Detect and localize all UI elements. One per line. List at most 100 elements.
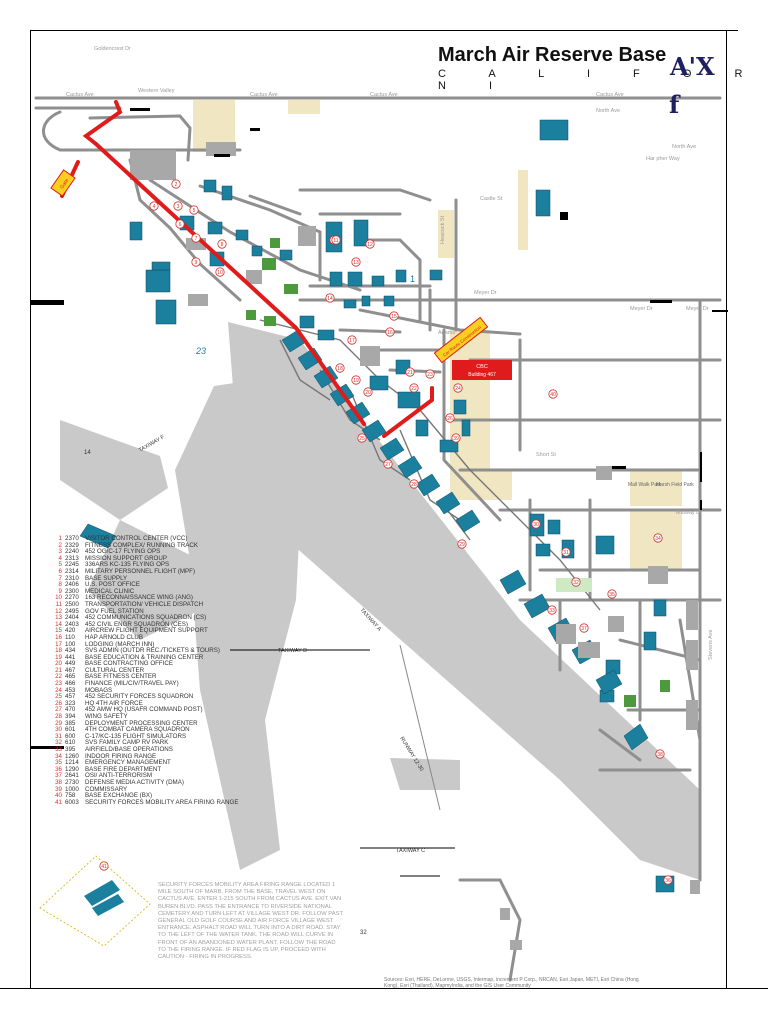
street-western-valley: Western Valley — [138, 88, 175, 94]
map-marker-7[interactable] — [191, 233, 201, 243]
bottom-rule — [0, 988, 768, 989]
map-marker-28[interactable] — [409, 479, 419, 489]
map-marker-19[interactable] — [351, 375, 361, 385]
park-label: Marsh Field Park — [656, 482, 694, 488]
map-marker-13[interactable] — [351, 257, 361, 267]
map-marker-10[interactable] — [215, 267, 225, 277]
map-marker-16[interactable] — [385, 327, 395, 337]
label-14: 14 — [84, 450, 91, 456]
map-marker-12[interactable] — [365, 239, 375, 249]
street-north-ave-2: North Ave — [672, 144, 696, 150]
map-marker-22[interactable] — [409, 383, 419, 393]
legend-number: 34 — [55, 752, 62, 760]
map-marker-15[interactable] — [389, 311, 399, 321]
legend-name: BASE EDUCATION & TRAINING CENTER — [85, 653, 204, 661]
map-marker-label: 27 — [385, 462, 391, 468]
map-marker-21[interactable] — [405, 367, 415, 377]
legend-number: 35 — [55, 759, 62, 767]
map-marker-label: 26 — [447, 416, 453, 422]
map-marker-14[interactable] — [325, 293, 335, 303]
map-marker-11[interactable] — [331, 235, 341, 245]
map-marker-5[interactable] — [189, 205, 199, 215]
map-marker-29[interactable] — [457, 539, 467, 549]
legend-number: 24 — [55, 686, 62, 694]
map-marker-label: 34 — [655, 536, 661, 542]
corner-mark: A'X — [670, 52, 715, 81]
map-marker-31[interactable] — [561, 547, 571, 557]
label-1: 1 — [410, 274, 415, 284]
grey-structures — [130, 142, 700, 950]
map-marker-25[interactable] — [357, 433, 367, 443]
map-marker-3[interactable] — [173, 201, 183, 211]
map-marker-41[interactable] — [99, 861, 109, 871]
legend-building: 2495 — [65, 607, 79, 615]
open-lots — [193, 100, 682, 570]
map-marker-2[interactable] — [171, 179, 181, 189]
map-marker-37[interactable] — [579, 623, 589, 633]
legend-building: 2500 — [65, 600, 79, 608]
map-marker-24[interactable] — [453, 383, 463, 393]
map-marker-34[interactable] — [653, 533, 663, 543]
legend-name: DEFENSE MEDIA ACTIVITY (DMA) — [85, 778, 184, 786]
legend-name: TRANSPORTATION/ VEHICLE DISPATCH — [85, 600, 204, 608]
map-marker-40[interactable] — [548, 389, 558, 399]
map-frame-right — [726, 30, 727, 988]
map-marker-6[interactable] — [175, 219, 185, 229]
gate-label: Gate — [59, 178, 70, 191]
legend-name: U.S. POST OFFICE — [85, 581, 140, 589]
map-marker-label: 41 — [101, 864, 107, 870]
map-marker-label: 39 — [453, 436, 459, 442]
map-marker-label: 9 — [195, 260, 198, 266]
legend-name: VISITOR CONTROL CENTER (VCC) — [85, 535, 188, 542]
map-marker-39[interactable] — [451, 433, 461, 443]
street-meyer-3: Meyer Dr — [686, 306, 709, 312]
map-marker-label: 32 — [573, 580, 579, 586]
legend-number: 27 — [55, 706, 62, 714]
legend-name: BASE FIRE DEPARTMENT — [85, 765, 162, 773]
legend-building: 2310 — [65, 574, 79, 582]
green-areas — [246, 238, 670, 707]
map-marker-label: 5 — [193, 208, 196, 214]
map-marker-27[interactable] — [383, 459, 393, 469]
legend-number: 17 — [55, 640, 62, 648]
buildings[interactable] — [129, 119, 675, 893]
map-marker-label: 28 — [411, 482, 417, 488]
map-marker-label: 38 — [657, 752, 663, 758]
legend-building: 600 — [65, 732, 76, 740]
map-marker-label: 20 — [365, 390, 371, 396]
street-cactus-4: Cactus Ave — [596, 92, 624, 98]
street-meyer-1: Meyer Dr — [474, 290, 497, 296]
legend-number: 33 — [55, 746, 62, 753]
legend-number: 39 — [55, 785, 62, 793]
map-marker-33[interactable] — [547, 605, 557, 615]
map-marker-26[interactable] — [445, 413, 455, 423]
label-23: 23 — [195, 346, 206, 356]
legend-number: 19 — [55, 653, 62, 661]
legend-name: WING SAFETY — [85, 713, 128, 721]
map-marker-label: 7 — [195, 236, 198, 242]
map-marker-label: 37 — [581, 626, 587, 632]
map-marker-9[interactable] — [191, 257, 201, 267]
map-markers[interactable]: 1234567891011121314151617181920212223242… — [99, 179, 673, 885]
map-marker-30[interactable] — [531, 519, 541, 529]
legend-number: 26 — [55, 699, 62, 707]
map-marker-20[interactable] — [363, 387, 373, 397]
legend-number: 28 — [55, 713, 62, 721]
map-marker-18[interactable] — [335, 363, 345, 373]
map-marker-23[interactable] — [425, 369, 435, 379]
map-marker-17[interactable] — [347, 335, 357, 345]
map-marker-4[interactable] — [149, 201, 159, 211]
legend-name: FITNESS COMPLEX/ RUNNING TRACK — [85, 541, 198, 549]
map-marker-35[interactable] — [607, 589, 617, 599]
map-marker-36[interactable] — [663, 875, 673, 885]
map-marker-8[interactable] — [217, 239, 227, 249]
map-marker-32[interactable] — [571, 577, 581, 587]
map-marker-38[interactable] — [655, 749, 665, 759]
